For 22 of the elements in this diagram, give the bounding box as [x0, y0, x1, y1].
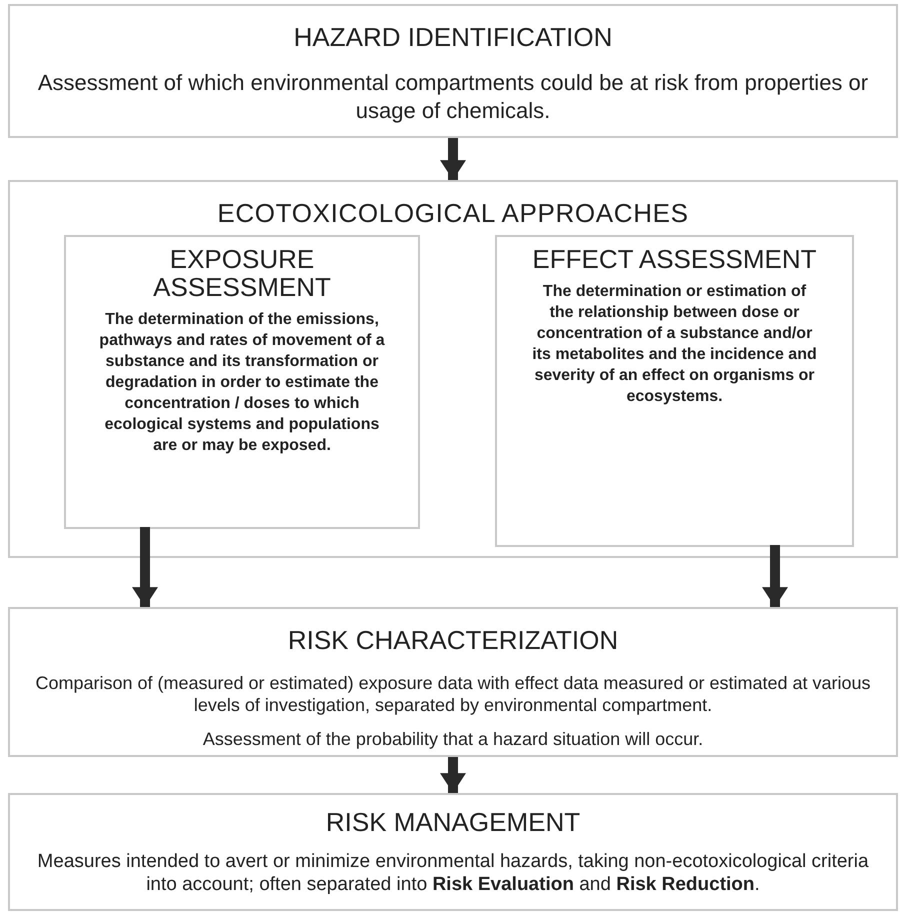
process-box: [495, 235, 854, 547]
process-box: [8, 180, 898, 558]
box-heading: EXPOSURE ASSESSMENT: [153, 244, 331, 302]
arrow: [762, 545, 788, 607]
box-text: Assessment of which environmental compartments could be at risk from properties or usage of chemicals.: [36, 69, 870, 125]
box-heading: RISK MANAGEMENT: [326, 807, 580, 837]
box-text: Comparison of (measured or estimated) exposure data with effect data measured or estimated at various levels of investigation, separated by environmental compartment.: [34, 672, 872, 716]
box-text: The determination or estimation of the relationship between dose or concentration of a substance and/or its metabolites and the incidence and severity of an effect on organisms or ecosystems.: [531, 282, 818, 407]
arrow: [440, 138, 466, 180]
process-box: [8, 607, 898, 757]
process-box: [64, 235, 420, 529]
box-text: Measures intended to avert or minimize environmental hazards, taking non-ecotoxicological criteria into account; often separated into Risk Evaluation and Risk Reduction.: [36, 850, 870, 896]
box-heading: ECOTOXICOLOGICAL APPROACHES: [217, 198, 689, 228]
box-text: Assessment of the probability that a hazard situation will occur.: [202, 728, 704, 750]
box-heading: HAZARD IDENTIFICATION: [294, 22, 612, 52]
process-box: [8, 4, 898, 138]
box-heading: RISK CHARACTERIZATION: [288, 625, 618, 655]
box-text: The determination of the emissions, pathways and rates of movement of a substance and its transformation or degradation in order to estimate the concentration / doses to which ecological systems and populations are or may be exposed.: [98, 310, 386, 456]
process-box: [8, 793, 898, 911]
box-heading: EFFECT ASSESSMENT: [532, 244, 817, 274]
arrow: [440, 757, 466, 793]
arrow: [132, 527, 158, 607]
